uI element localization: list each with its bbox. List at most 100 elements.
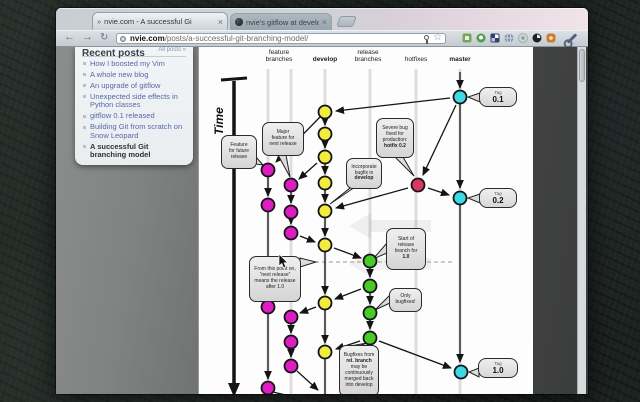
- sidebar-item-branching-model[interactable]: A successful Git branching model: [82, 142, 186, 160]
- column-header-hotfixes: hotfixes: [404, 56, 428, 63]
- tag-bubble-0-2: Tag 0.2: [479, 188, 517, 208]
- extension-green-chat-icon[interactable]: [476, 33, 486, 43]
- commit-arrows: [264, 72, 464, 391]
- url-text[interactable]: nvie.com/posts/a-successful-git-branchin…: [130, 34, 422, 43]
- extension-black-swirl-icon[interactable]: [532, 33, 542, 43]
- commit-node-develop: [317, 237, 333, 253]
- tab-active-nvie[interactable]: » nvie.com - A successful Gi ×: [92, 12, 228, 30]
- extension-icons: [462, 33, 556, 43]
- commit-node-develop: [317, 295, 333, 311]
- cutoff-lines: [272, 359, 326, 394]
- commit-node-master: [452, 190, 468, 206]
- sidebar-item-gitflow-release[interactable]: gitflow 0.1 released: [82, 111, 186, 121]
- forward-button[interactable]: →: [82, 31, 93, 43]
- key-icon[interactable]: [424, 35, 430, 44]
- commit-node-master: [453, 364, 469, 380]
- commit-node-release: [362, 305, 378, 321]
- page-scrollbar[interactable]: [577, 47, 586, 394]
- github-favicon: [235, 18, 243, 26]
- bullet-icon: [83, 95, 86, 98]
- bubble-major-feature: Major feature for next release: [262, 122, 304, 156]
- commit-node-develop: [317, 149, 333, 165]
- extension-globe-icon[interactable]: [504, 33, 514, 43]
- time-axis: Time: [212, 76, 248, 394]
- sidebar-item-new-blog[interactable]: A whole new blog: [82, 70, 186, 80]
- reload-button[interactable]: ↻: [100, 32, 109, 43]
- bubble-severe-bug: Severe bug fixed for production: hotfix …: [376, 118, 414, 158]
- bubble-from-this-point: From this point on, “next release” means…: [249, 256, 301, 302]
- url-path: /posts/a-successful-git-branching-model/: [164, 34, 309, 43]
- column-header-develop: develop: [312, 56, 338, 63]
- extension-blue-grid-icon[interactable]: [490, 33, 500, 43]
- tab-close-icon[interactable]: ×: [321, 17, 327, 27]
- commit-node-feature: [260, 380, 276, 394]
- tab-prefix-icon: »: [97, 17, 102, 26]
- bubble-bugfixes-merged: Bugfixes from rel. branch may be continu…: [339, 345, 379, 394]
- commit-nodes: [260, 89, 469, 394]
- extension-green-page-icon[interactable]: [462, 33, 472, 43]
- tab-inactive-gitflow[interactable]: nvie's gitflow at develop · ×: [230, 13, 332, 30]
- commit-node-feature: [283, 334, 299, 350]
- tab-title: nvie.com - A successful Gi: [104, 17, 192, 26]
- commit-node-hotfix: [410, 177, 426, 193]
- commit-node-release: [362, 330, 378, 346]
- commit-node-feature: [260, 299, 276, 315]
- scrollbar-thumb[interactable]: [579, 49, 585, 82]
- back-button[interactable]: ←: [64, 31, 75, 43]
- commit-node-develop: [317, 126, 333, 142]
- commit-node-develop: [317, 203, 333, 219]
- bullet-icon: [83, 73, 86, 76]
- all-posts-link[interactable]: All posts »: [158, 47, 186, 53]
- bubble-only-bugfixes: Only bugfixes!: [389, 288, 422, 312]
- recent-posts-title: Recent posts: [82, 48, 145, 59]
- bubble-incorporate-bugfix: Incorporate bugfix in develop: [346, 158, 382, 189]
- sidebar-item-building-git[interactable]: Building Git from scratch on Snow Leopar…: [82, 122, 186, 140]
- bullet-icon: [83, 84, 86, 87]
- commit-node-master: [452, 89, 468, 105]
- column-header-master: master: [449, 56, 471, 63]
- bubble-tails: [247, 92, 481, 378]
- bubble-release-start: Start of release branch for 1.0: [386, 228, 426, 270]
- page-globe-icon[interactable]: [120, 35, 126, 42]
- url-bar[interactable]: nvie.com/posts/a-successful-git-branchin…: [116, 33, 446, 44]
- tab-title: nvie's gitflow at develop ·: [246, 17, 319, 27]
- wrench-menu-icon[interactable]: [566, 33, 578, 44]
- commit-node-feature: [283, 204, 299, 220]
- commit-node-feature: [283, 177, 299, 193]
- bubble-feature-future: Feature for future release: [221, 135, 257, 169]
- commit-node-develop: [317, 344, 333, 360]
- bullet-icon: [83, 114, 86, 118]
- recent-posts-panel: Recent posts All posts » How I boosted m…: [75, 47, 193, 165]
- commit-node-feature: [283, 309, 299, 325]
- commit-node-release: [362, 278, 378, 294]
- commit-node-feature: [260, 197, 276, 213]
- commit-node-feature: [283, 225, 299, 241]
- bullet-icon: [83, 125, 86, 129]
- commit-node-develop: [317, 175, 333, 191]
- url-domain: nvie.com: [130, 34, 165, 43]
- bullet-icon: [83, 145, 86, 148]
- bullet-icon: [83, 62, 86, 65]
- new-tab-button[interactable]: [336, 16, 357, 27]
- extension-grey-circle-icon[interactable]: [518, 33, 528, 43]
- sidebar-item-vim[interactable]: How I boosted my Vim: [82, 59, 186, 69]
- tab-close-icon[interactable]: ×: [217, 16, 223, 27]
- time-label: Time: [212, 107, 226, 135]
- mouse-cursor: [278, 254, 289, 269]
- commit-node-develop: [317, 104, 333, 120]
- commit-node-feature: [283, 358, 299, 374]
- recent-posts-header: Recent posts All posts »: [82, 47, 186, 59]
- extension-orange-icon[interactable]: [546, 33, 556, 43]
- bookmark-star-icon[interactable]: ☆: [433, 32, 442, 43]
- tag-bubble-1-0: Tag 1.0: [478, 358, 518, 378]
- browser-window: » nvie.com - A successful Gi × nvie's gi…: [56, 8, 588, 394]
- sidebar-item-gitflow-upgrade[interactable]: An upgrade of gitflow: [82, 81, 186, 91]
- tab-strip: » nvie.com - A successful Gi × nvie's gi…: [56, 8, 588, 130]
- sidebar-item-python-side-effects[interactable]: Unexpected side effects in Python classe…: [82, 92, 186, 110]
- tag-bubble-0-1: Tag 0.1: [479, 87, 517, 107]
- commit-node-release: [362, 253, 378, 269]
